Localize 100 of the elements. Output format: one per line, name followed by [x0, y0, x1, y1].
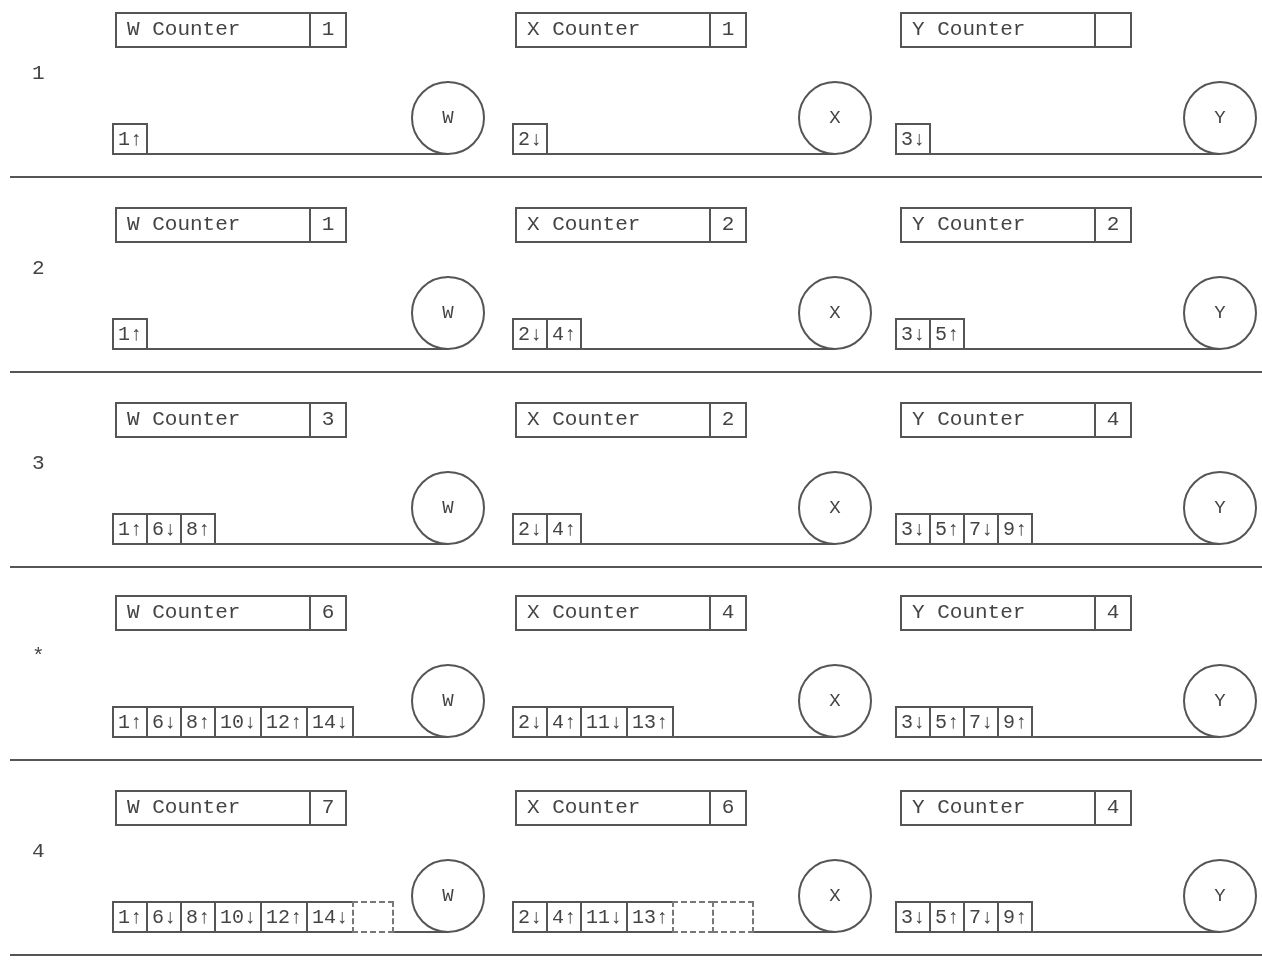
counter-box	[900, 12, 1132, 48]
queue-cell: 3↓	[895, 513, 931, 545]
counter-box	[515, 402, 747, 438]
counter-box	[515, 12, 747, 48]
queue-cell: 9↑	[997, 901, 1034, 933]
circle-letter: X	[829, 302, 841, 324]
counter-box	[115, 207, 347, 243]
circle-letter: X	[829, 690, 841, 712]
queue-cell: 1↑	[112, 513, 148, 545]
queue-cell: 8↑	[180, 513, 217, 545]
counter-label: Y Counter	[911, 795, 1027, 821]
queue-cell: 11↓	[580, 901, 629, 933]
queue-cell: 12↑	[260, 706, 309, 738]
queue-cell: 8↑	[180, 901, 217, 933]
queue-cell: 1↑	[112, 901, 148, 933]
counter-label: W Counter	[126, 212, 242, 238]
queue-cell: 6↓	[146, 706, 183, 738]
queue-cell: 2↓	[512, 901, 548, 933]
counter-value: 2	[1094, 209, 1130, 241]
queue-cell: 3↓	[895, 318, 931, 350]
queue-cell: 13↑	[626, 706, 675, 738]
counter-value: 4	[1094, 792, 1130, 824]
queue-cell: 14↓	[306, 706, 355, 738]
counter-box	[900, 790, 1132, 826]
queue-cell: 10↓	[214, 901, 263, 933]
queue-cell: 6↓	[146, 901, 183, 933]
counter-label: W Counter	[126, 17, 242, 43]
queue-cell: 7↓	[963, 513, 1000, 545]
queue-cell: 2↓	[512, 123, 548, 155]
counter-box	[515, 790, 747, 826]
queue-cell: 7↓	[963, 901, 1000, 933]
counter-value: 1	[309, 209, 345, 241]
queue-cell: 3↓	[895, 123, 931, 155]
counter-value: 4	[709, 597, 745, 629]
row-number: 2	[32, 257, 45, 280]
queue-cell: 11↓	[580, 706, 629, 738]
counter-label: W Counter	[126, 795, 242, 821]
counter-box	[900, 402, 1132, 438]
circle-letter: W	[442, 885, 454, 907]
counter-value: 4	[1094, 597, 1130, 629]
circle-letter: X	[829, 107, 841, 129]
queue-cell: 5↑	[929, 901, 966, 933]
counter-box	[515, 595, 747, 631]
counter-value: 1	[309, 14, 345, 46]
queue-cell: 10↓	[214, 706, 263, 738]
counter-label: X Counter	[526, 407, 642, 433]
counter-box	[900, 595, 1132, 631]
queue-cell: 12↑	[260, 901, 309, 933]
queue-cell: 2↓	[512, 513, 548, 545]
queue-cell: 8↑	[180, 706, 217, 738]
queue-cell: 5↑	[929, 318, 966, 350]
queue-cell: 1↑	[112, 318, 148, 350]
counter-box	[115, 595, 347, 631]
queue-cell: 5↑	[929, 706, 966, 738]
circle-letter: Y	[1214, 885, 1226, 907]
row-number: 4	[32, 840, 45, 863]
circle-letter: W	[442, 690, 454, 712]
circle-letter: W	[442, 497, 454, 519]
counter-label: X Counter	[526, 17, 642, 43]
queue-cell: 1↑	[112, 123, 148, 155]
counter-value: 6	[709, 792, 745, 824]
counter-box	[515, 207, 747, 243]
counter-label: X Counter	[526, 212, 642, 238]
circle-letter: Y	[1214, 302, 1226, 324]
circle-letter: Y	[1214, 497, 1226, 519]
queue-cell: 3↓	[895, 901, 931, 933]
queue-cell: 5↑	[929, 513, 966, 545]
circle-letter: Y	[1214, 690, 1226, 712]
counter-value: 2	[709, 404, 745, 436]
queue-cell: 6↓	[146, 513, 183, 545]
row-number: *	[32, 645, 45, 668]
counter-label: W Counter	[126, 600, 242, 626]
row-number: 3	[32, 452, 45, 475]
queue-cell: 4↑	[546, 318, 583, 350]
circle-letter: X	[829, 497, 841, 519]
row-number: 1	[32, 62, 45, 85]
counter-box	[115, 402, 347, 438]
queue-cell: 2↓	[512, 318, 548, 350]
counter-label: X Counter	[526, 795, 642, 821]
counter-box	[900, 207, 1132, 243]
queue-cell: 9↑	[997, 513, 1034, 545]
queue-cell: 9↑	[997, 706, 1034, 738]
counter-label: Y Counter	[911, 407, 1027, 433]
counter-label: Y Counter	[911, 212, 1027, 238]
counter-value: 1	[709, 14, 745, 46]
queue-cell: 4↑	[546, 901, 583, 933]
counter-label: X Counter	[526, 600, 642, 626]
queue-cell: 7↓	[963, 706, 1000, 738]
counter-label: Y Counter	[911, 17, 1027, 43]
queue-cell: 4↑	[546, 706, 583, 738]
queue-cell: 13↑	[626, 901, 675, 933]
counter-box	[115, 790, 347, 826]
counter-value: 4	[1094, 404, 1130, 436]
counter-label: Y Counter	[911, 600, 1027, 626]
queue-cell: 14↓	[306, 901, 355, 933]
queue-cell: 1↑	[112, 706, 148, 738]
counter-value: 3	[309, 404, 345, 436]
counter-value: 7	[309, 792, 345, 824]
counter-label: W Counter	[126, 407, 242, 433]
circle-letter: W	[442, 302, 454, 324]
